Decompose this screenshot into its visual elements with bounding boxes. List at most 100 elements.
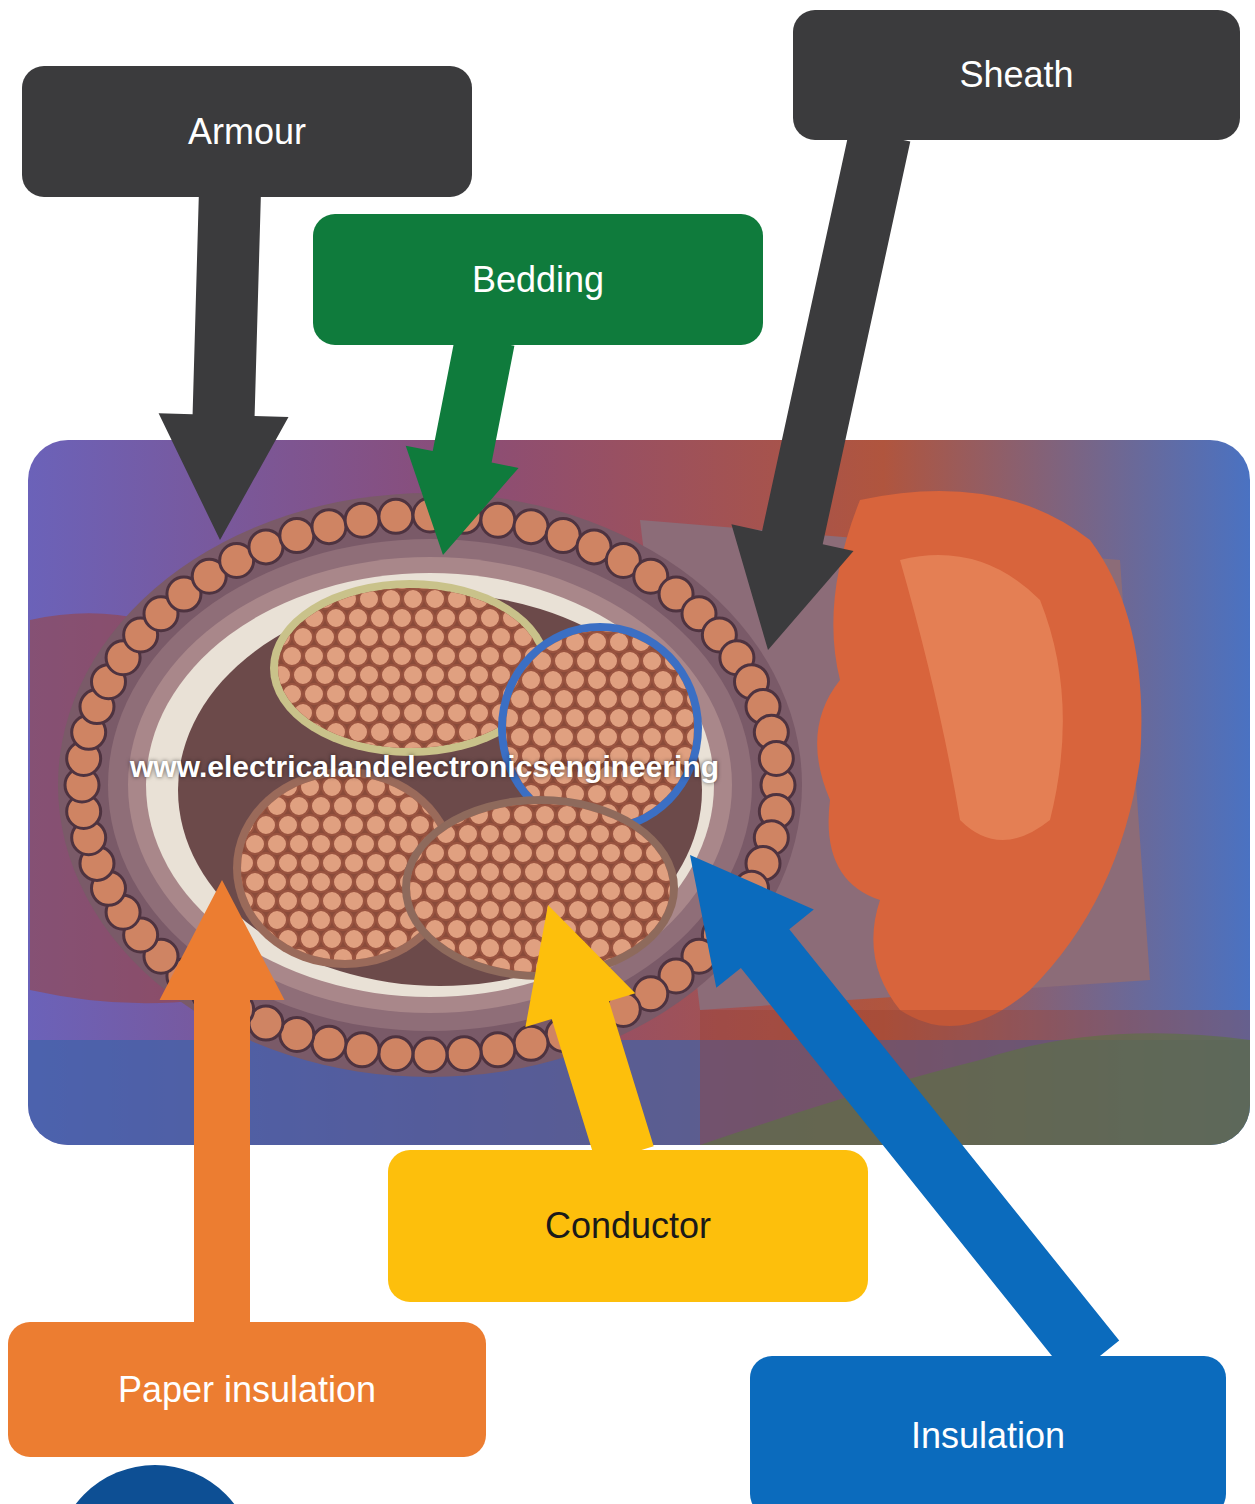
copper-strand bbox=[403, 919, 423, 939]
copper-strand bbox=[645, 919, 665, 939]
copper-strand bbox=[271, 665, 291, 685]
copper-strand bbox=[634, 862, 654, 882]
copper-strand bbox=[697, 708, 717, 728]
copper-strand bbox=[366, 929, 386, 949]
copper-strand bbox=[436, 570, 456, 590]
copper-strand bbox=[488, 651, 508, 671]
copper-strand bbox=[524, 900, 544, 920]
copper-strand bbox=[642, 727, 662, 747]
copper-strand bbox=[612, 786, 632, 806]
copper-strand bbox=[392, 862, 412, 882]
copper-strand bbox=[480, 722, 500, 742]
copper-strand bbox=[322, 853, 342, 873]
copper-strand bbox=[601, 881, 621, 901]
copper-strand bbox=[293, 703, 313, 723]
copper-strand bbox=[543, 632, 563, 652]
copper-strand bbox=[568, 900, 588, 920]
copper-strand bbox=[326, 722, 346, 742]
copper-strand bbox=[344, 853, 364, 873]
copper-strand bbox=[458, 608, 478, 628]
copper-strand bbox=[510, 613, 530, 633]
copper-strand bbox=[293, 627, 313, 647]
copper-strand bbox=[480, 646, 500, 666]
copper-strand bbox=[443, 796, 463, 816]
copper-strand bbox=[678, 824, 698, 844]
copper-strand bbox=[708, 841, 728, 861]
copper-strand bbox=[488, 689, 508, 709]
copper-strand bbox=[289, 872, 309, 892]
copper-strand bbox=[620, 613, 640, 633]
copper-strand bbox=[579, 805, 599, 825]
copper-strand bbox=[359, 589, 379, 609]
copper-strand bbox=[344, 929, 364, 949]
copper-strand bbox=[576, 727, 596, 747]
leader-arrow bbox=[525, 905, 653, 1164]
copper-strand bbox=[513, 881, 533, 901]
armour-wire bbox=[249, 530, 283, 564]
copper-strand bbox=[579, 843, 599, 863]
copper-strand bbox=[719, 784, 739, 804]
armour-wire bbox=[312, 1026, 346, 1060]
copper-strand bbox=[366, 891, 386, 911]
copper-strand bbox=[620, 727, 640, 747]
copper-strand bbox=[304, 608, 324, 628]
copper-strand bbox=[381, 589, 401, 609]
copper-strand bbox=[642, 651, 662, 671]
copper-strand bbox=[491, 843, 511, 863]
copper-strand bbox=[568, 786, 588, 806]
copper-strand bbox=[458, 646, 478, 666]
copper-strand bbox=[697, 822, 717, 842]
copper-strand bbox=[535, 843, 555, 863]
copper-strand bbox=[355, 910, 375, 930]
copper-strand bbox=[403, 589, 423, 609]
copper-strand bbox=[454, 967, 474, 987]
copper-strand bbox=[399, 948, 419, 968]
copper-strand bbox=[675, 784, 695, 804]
copper-strand bbox=[664, 803, 684, 823]
copper-strand bbox=[620, 689, 640, 709]
copper-strand bbox=[399, 796, 419, 816]
copper-strand bbox=[322, 967, 342, 987]
part-name: Conductor bbox=[545, 1205, 711, 1247]
copper-strand bbox=[304, 646, 324, 666]
copper-strand bbox=[576, 613, 596, 633]
copper-strand bbox=[414, 938, 434, 958]
copper-strand bbox=[612, 824, 632, 844]
copper-strand bbox=[719, 632, 739, 652]
copper-strand bbox=[513, 627, 533, 647]
copper-strand bbox=[480, 900, 500, 920]
copper-strand bbox=[535, 805, 555, 825]
armour-wire bbox=[514, 510, 548, 544]
copper-strand bbox=[300, 853, 320, 873]
copper-strand bbox=[282, 646, 302, 666]
copper-strand bbox=[388, 815, 408, 835]
label-box: Paper insulation bbox=[8, 1322, 486, 1457]
copper-strand bbox=[447, 627, 467, 647]
copper-strand bbox=[447, 703, 467, 723]
hand-highlight bbox=[900, 555, 1063, 840]
copper-strand bbox=[631, 708, 651, 728]
copper-strand bbox=[256, 853, 276, 873]
copper-strand bbox=[447, 881, 467, 901]
copper-strand bbox=[480, 608, 500, 628]
copper-strand bbox=[421, 796, 441, 816]
copper-strand bbox=[403, 805, 423, 825]
copper-strand bbox=[634, 900, 654, 920]
copper-strand bbox=[653, 670, 673, 690]
part-name: Insulation bbox=[911, 1415, 1065, 1457]
copper-strand bbox=[532, 613, 552, 633]
copper-strand bbox=[260, 608, 280, 628]
copper-strand bbox=[377, 910, 397, 930]
copper-strand bbox=[502, 824, 522, 844]
copper-strand bbox=[521, 670, 541, 690]
copper-strand bbox=[469, 589, 489, 609]
copper-strand bbox=[598, 689, 618, 709]
copper-strand bbox=[458, 684, 478, 704]
copper-strand bbox=[686, 651, 706, 671]
copper-strand bbox=[557, 881, 577, 901]
copper-strand bbox=[311, 796, 331, 816]
copper-strand bbox=[609, 632, 629, 652]
copper-strand bbox=[326, 646, 346, 666]
copper-strand bbox=[414, 722, 434, 742]
copper-strand bbox=[480, 938, 500, 958]
